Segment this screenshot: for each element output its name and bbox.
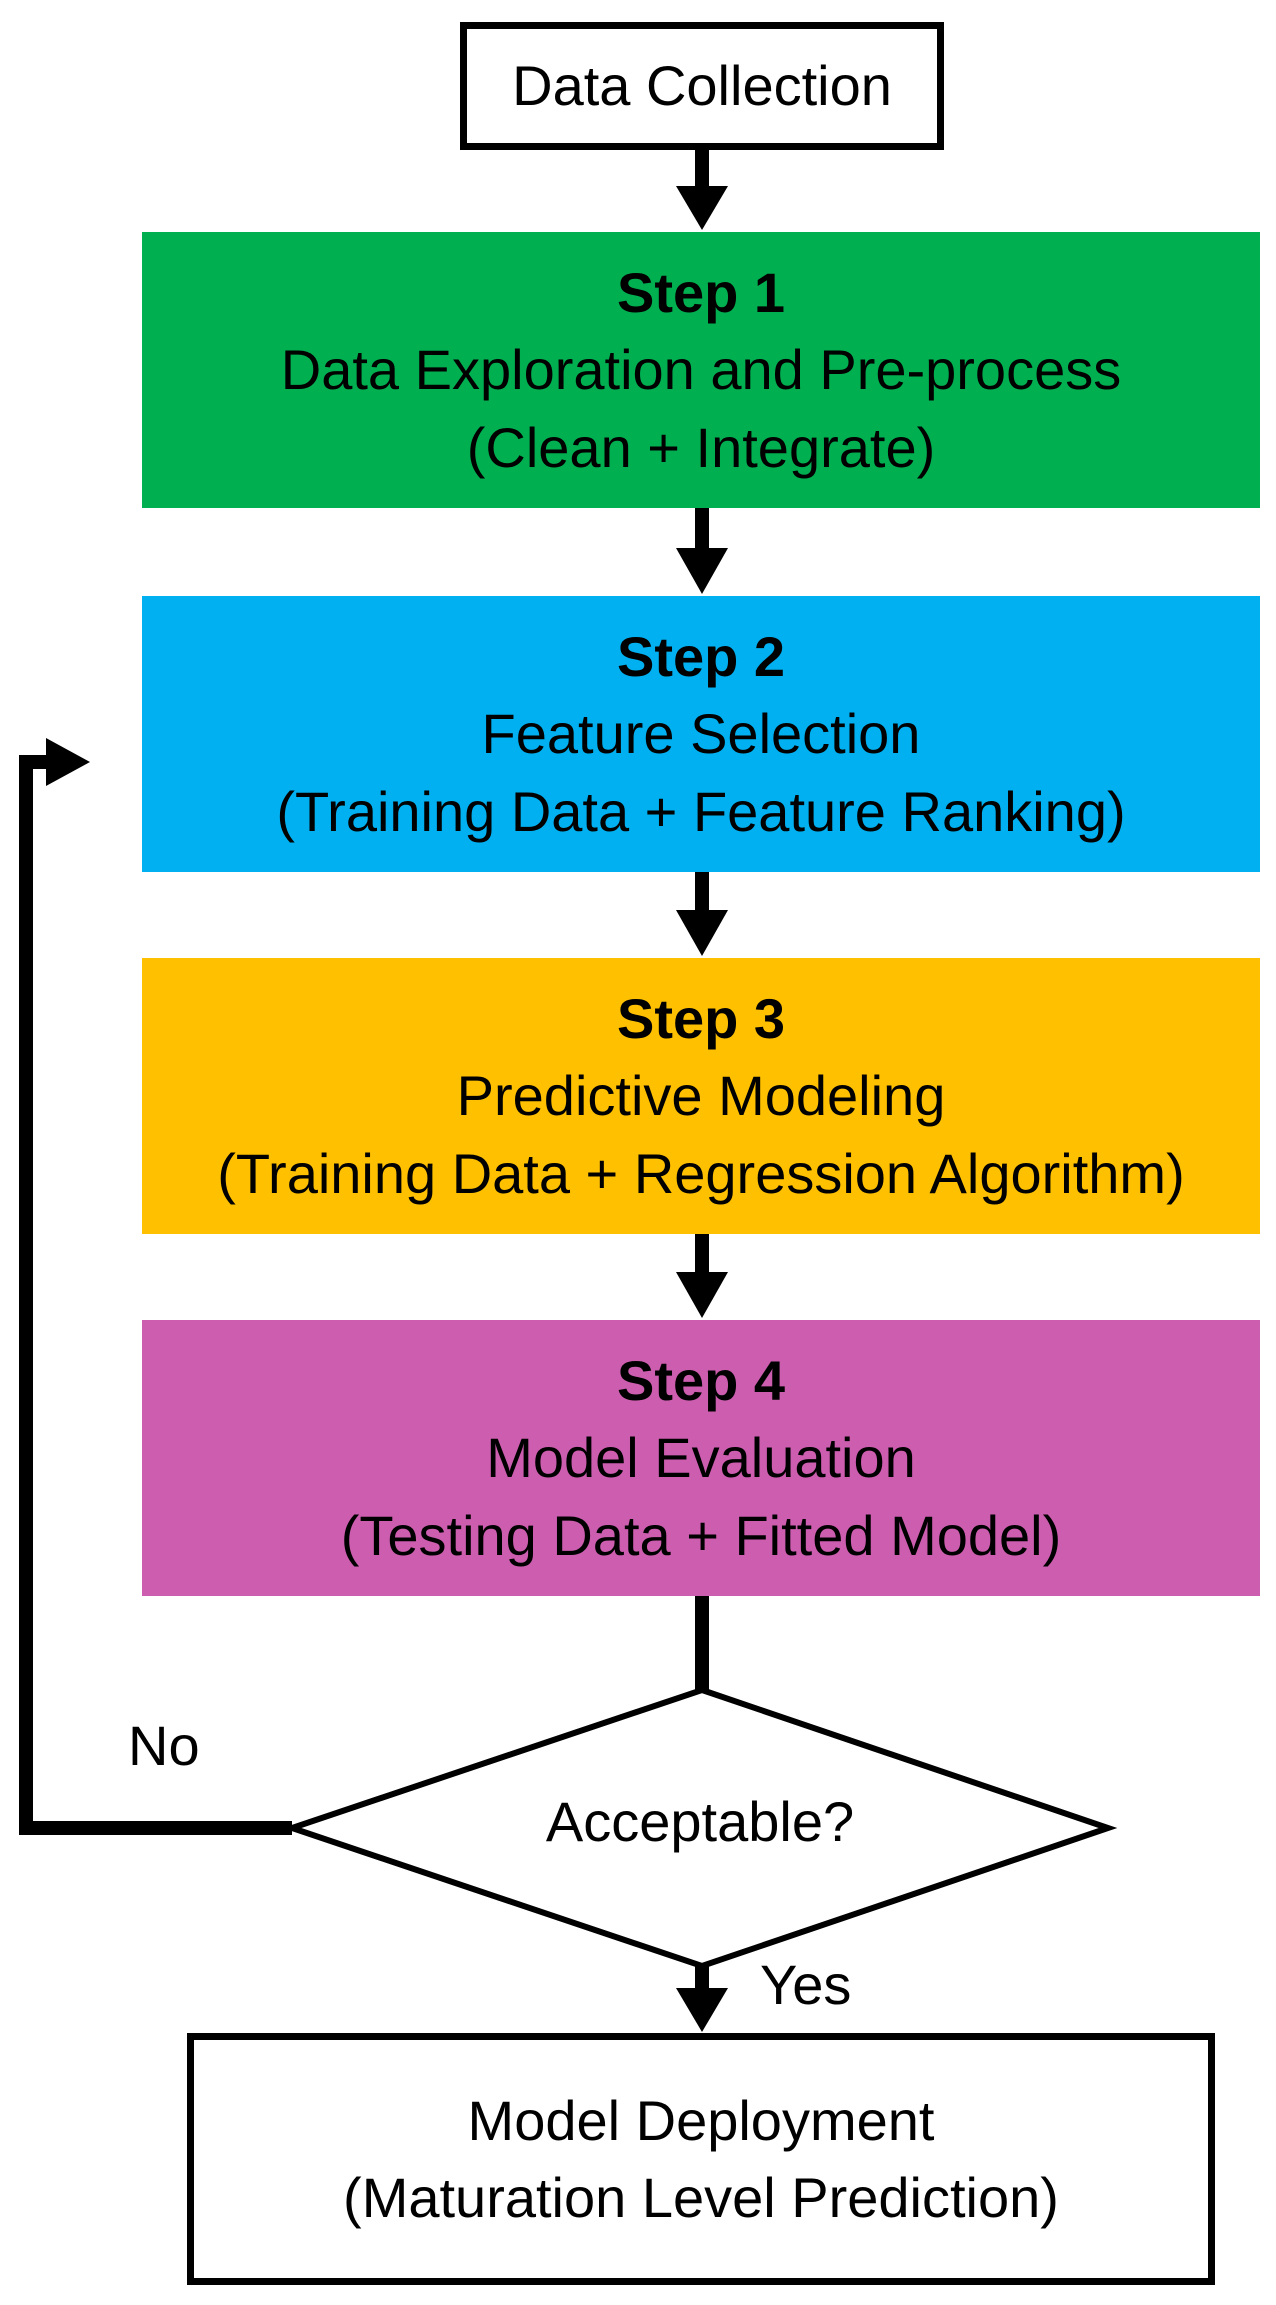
model-deployment-name: Model Deployment xyxy=(467,2088,935,2152)
step1-detail: (Clean + Integrate) xyxy=(466,415,936,479)
data-collection-label: Data Collection xyxy=(512,54,892,118)
step1-box: Step 1 Data Exploration and Pre-process … xyxy=(142,232,1260,508)
step3-title: Step 3 xyxy=(616,987,786,1051)
decision-label: Acceptable? xyxy=(545,1789,855,1853)
yes-branch-label: Yes xyxy=(760,1953,852,2016)
arrowhead-step1 xyxy=(676,186,728,230)
data-collection-box: Data Collection xyxy=(460,22,944,150)
model-deployment-box: Model Deployment (Maturation Level Predi… xyxy=(187,2033,1215,2285)
step3-name: Predictive Modeling xyxy=(456,1064,946,1128)
step2-detail: (Training Data + Feature Ranking) xyxy=(276,779,1126,843)
arrowhead-step3 xyxy=(676,910,728,956)
step2-box: Step 2 Feature Selection (Training Data … xyxy=(142,596,1260,872)
arrowhead-step4 xyxy=(676,1272,728,1318)
arrowhead-deployment xyxy=(676,1988,728,2032)
step3-detail: (Training Data + Regression Algorithm) xyxy=(217,1141,1185,1205)
step4-box: Step 4 Model Evaluation (Testing Data + … xyxy=(142,1320,1260,1596)
arrow-no-loop-back xyxy=(19,755,292,1835)
step2-title: Step 2 xyxy=(616,625,786,689)
step4-detail: (Testing Data + Fitted Model) xyxy=(340,1503,1062,1567)
step4-name: Model Evaluation xyxy=(486,1426,916,1490)
model-deployment-detail: (Maturation Level Prediction) xyxy=(343,2166,1059,2229)
step1-title: Step 1 xyxy=(616,261,786,325)
arrowhead-step2 xyxy=(676,548,728,594)
step2-name: Feature Selection xyxy=(481,702,921,766)
step3-box: Step 3 Predictive Modeling (Training Dat… xyxy=(142,958,1260,1234)
no-branch-label: No xyxy=(128,1714,200,1777)
step1-name: Data Exploration and Pre-process xyxy=(280,338,1122,402)
step4-title: Step 4 xyxy=(616,1349,786,1413)
arrowhead-loop-back xyxy=(46,738,90,786)
